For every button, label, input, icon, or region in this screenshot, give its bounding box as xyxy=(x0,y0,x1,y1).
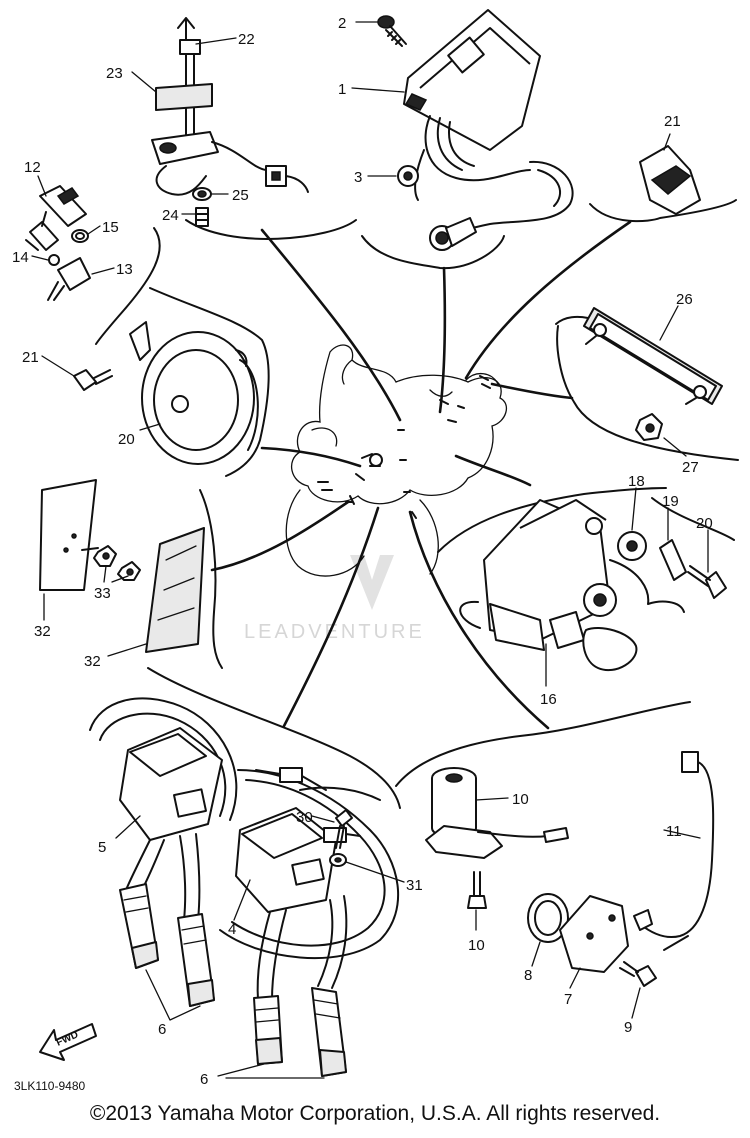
part-oring-16 xyxy=(71,229,89,243)
callout-12: 11 xyxy=(666,823,682,840)
part-screw-30 xyxy=(335,809,353,849)
part-nut-29 xyxy=(635,413,663,441)
callout-19: 19 xyxy=(662,493,679,510)
callout-28: 26 xyxy=(676,291,693,308)
part-cap-21 xyxy=(639,145,701,215)
part-ignition-coils xyxy=(89,697,400,1077)
callout-21: 21 xyxy=(664,113,681,130)
callout-31: 31 xyxy=(406,877,423,894)
callout-2: 2 xyxy=(338,15,346,32)
part-fuel-sender xyxy=(151,17,309,196)
callout-1: 1 xyxy=(338,81,346,98)
callout-9: 9 xyxy=(624,1019,632,1036)
part-washer-31 xyxy=(329,853,347,867)
callout-32a: 32 xyxy=(34,623,51,640)
part-bolt-23 xyxy=(73,369,113,391)
callout-3: 3 xyxy=(354,169,362,186)
part-collar-19 xyxy=(659,539,687,581)
part-lead-12 xyxy=(633,751,715,951)
part-horn-22 xyxy=(129,321,259,465)
group-brackets xyxy=(95,199,739,809)
part-reflector-32b xyxy=(145,527,205,653)
part-bolt-11 xyxy=(467,871,487,909)
callout-14: 13 xyxy=(116,261,133,278)
part-reflector-32a xyxy=(39,479,97,591)
callout-13: 12 xyxy=(24,159,41,176)
leader-lines xyxy=(210,220,632,730)
part-screw-2 xyxy=(377,15,407,47)
watermark: LEADVENTURE xyxy=(244,555,425,643)
callout-33: 33 xyxy=(94,585,111,602)
part-solenoid-10 xyxy=(425,767,569,859)
part-reflector-28 xyxy=(583,307,723,405)
callout-11: 10 xyxy=(468,937,485,954)
callout-29: 27 xyxy=(682,459,699,476)
fwd-arrow-icon: FWD xyxy=(39,1023,97,1061)
callout-26: 24 xyxy=(162,207,179,224)
watermark-text: LEADVENTURE xyxy=(244,621,425,643)
callout-23: 21 xyxy=(22,349,39,366)
callout-22: 20 xyxy=(118,431,135,448)
callout-8: 8 xyxy=(524,967,532,984)
part-switch-14 xyxy=(47,257,91,301)
callout-6b: 6 xyxy=(200,1071,208,1088)
callout-leaders xyxy=(31,21,709,1079)
frame-outline xyxy=(285,344,508,577)
callout-6a: 6 xyxy=(158,1021,166,1038)
callout-32b: 32 xyxy=(84,653,101,670)
part-screw-9 xyxy=(619,961,657,987)
part-grommet-18 xyxy=(617,531,647,561)
callout-4: 4 xyxy=(228,921,236,938)
callout-10: 10 xyxy=(512,791,529,808)
callout-15: 14 xyxy=(12,249,29,266)
part-washer-15 xyxy=(48,254,60,266)
callout-25: 23 xyxy=(106,65,123,82)
callout-27: 25 xyxy=(232,187,249,204)
part-switch-13 xyxy=(25,185,87,251)
callout-24: 22 xyxy=(238,31,255,48)
part-starter-relay-17 xyxy=(459,499,685,671)
part-cover-7 xyxy=(559,895,629,973)
part-nuts-33 xyxy=(81,545,141,581)
part-bolt-26 xyxy=(195,207,209,227)
part-control-unit xyxy=(403,9,574,251)
callout-7: 7 xyxy=(564,991,572,1008)
callout-5: 5 xyxy=(98,839,106,856)
part-bolt-20 xyxy=(687,565,727,599)
callout-20: 20 xyxy=(696,515,713,532)
callout-30: 30 xyxy=(296,809,313,826)
copyright-notice: ©2013 Yamaha Motor Corporation, U.S.A. A… xyxy=(89,1102,661,1125)
callout-17: 16 xyxy=(540,691,557,708)
callout-18: 18 xyxy=(628,473,645,490)
part-washer-27 xyxy=(192,187,212,201)
diagram-code: 3LK110-9480 xyxy=(14,1079,86,1093)
part-nut-3 xyxy=(397,165,419,187)
callout-numbers: 2 1 3 21 22 23 25 24 12 15 14 13 21 20 2… xyxy=(12,15,713,1088)
part-oring-8 xyxy=(527,893,569,943)
callout-16: 15 xyxy=(102,219,119,236)
